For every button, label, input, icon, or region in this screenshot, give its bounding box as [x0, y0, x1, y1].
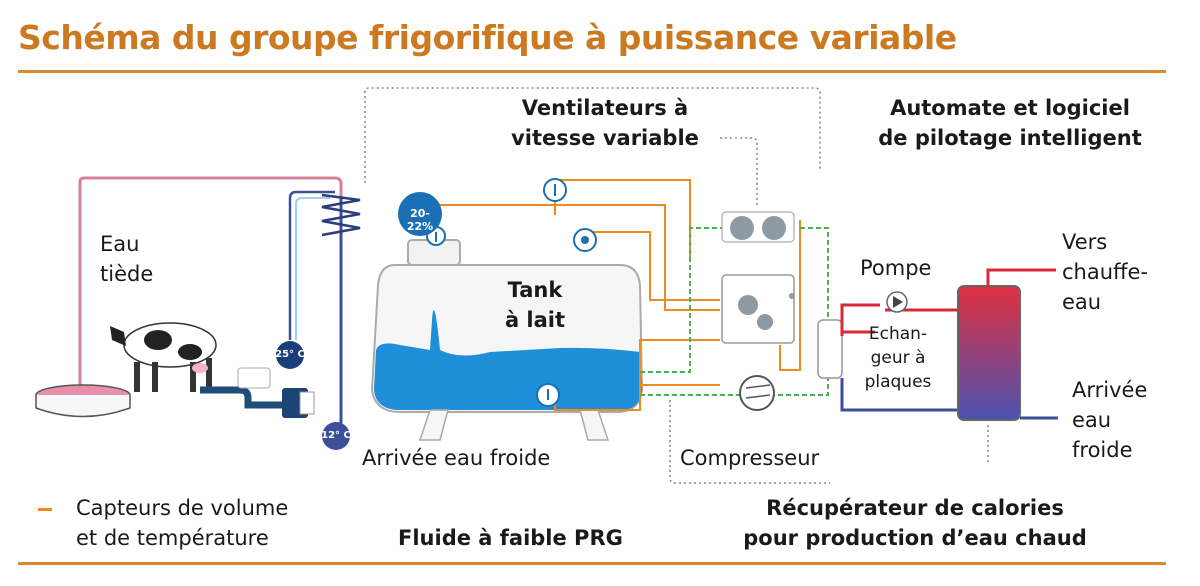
- cold-loop: [840, 378, 960, 412]
- cold-inlet-label-1: Arrivée: [1072, 378, 1148, 402]
- temp-25-badge: [276, 341, 304, 369]
- exchanger-label-2: geur à: [870, 348, 926, 368]
- pump-label: Pompe: [860, 256, 932, 280]
- compressor-icon: [739, 375, 775, 411]
- temp-12-badge: [322, 422, 350, 450]
- fan-control-link: [720, 137, 758, 205]
- thermometer-bottom-icon: [536, 383, 560, 407]
- legend-swatch: [38, 508, 52, 511]
- legend-label-2: et de température: [76, 526, 269, 550]
- to-heater-label-3: eau: [1062, 290, 1102, 314]
- thermometer-icon: [543, 178, 567, 202]
- tank-label-1: Tank: [507, 278, 563, 302]
- exchanger-label-1: Echan-: [868, 324, 928, 344]
- warm-water-line: [78, 176, 343, 388]
- fluid-link: [669, 400, 830, 484]
- tank-temp-badge: [398, 192, 442, 236]
- to-heater-label-1: Vers: [1062, 230, 1108, 254]
- fans-label-1: Ventilateurs à: [521, 96, 689, 120]
- hot-out-line: [986, 268, 1056, 286]
- cow-icon: [110, 322, 217, 392]
- pond-body: [35, 395, 131, 418]
- controller-label-2: de pilotage intelligent: [878, 126, 1142, 150]
- to-heater-label-2: chauffe-: [1062, 260, 1148, 284]
- controller-label-1: Automate et logiciel: [890, 96, 1130, 120]
- recuperator-label-1: Récupérateur de calories: [766, 496, 1064, 520]
- plate-exchanger-icon: [817, 319, 843, 379]
- warm-water-label-1: Eau: [100, 232, 140, 256]
- temp-12-text: 12° C: [321, 430, 351, 441]
- fans-label-2: vitesse variable: [511, 126, 699, 150]
- bottom-rule: [18, 562, 1166, 565]
- control-link-top: [364, 87, 821, 183]
- exchanger-label-3: plaques: [864, 372, 932, 392]
- milk-level: [374, 310, 642, 410]
- coil-feed-line: [288, 190, 335, 340]
- milk-pipe: [200, 386, 285, 409]
- heat-coil: [321, 193, 361, 237]
- title-rule: [18, 70, 1166, 73]
- cold-inlet-label-2: eau: [1072, 408, 1112, 432]
- page-title: Schéma du groupe frigorifique à puissanc…: [18, 18, 957, 57]
- fan-icon: [721, 211, 795, 243]
- legend-label-1: Capteurs de volume: [76, 496, 289, 520]
- fluid-lines: [640, 227, 829, 396]
- hot-water-tank: [957, 285, 1021, 421]
- cold-inlet-label-3: froide: [1072, 438, 1133, 462]
- tank-label-2: à lait: [504, 308, 566, 332]
- milking-unit: [237, 367, 271, 389]
- temp-25-text: 25° C: [275, 349, 305, 360]
- fluid-label: Fluide à faible PRG: [398, 526, 623, 550]
- tank-temp-text: 20-22%: [406, 207, 434, 233]
- warm-water-label-2: tiède: [100, 262, 154, 286]
- coil-feed-line-inner: [295, 197, 330, 340]
- controller-icon: [721, 274, 795, 344]
- cold-water-inlet-label: Arrivée eau froide: [362, 446, 551, 470]
- compressor-label: Compresseur: [680, 446, 820, 470]
- recuperator-label-2: pour production d’eau chaud: [743, 526, 1087, 550]
- volume-sensor-icon: [573, 228, 597, 252]
